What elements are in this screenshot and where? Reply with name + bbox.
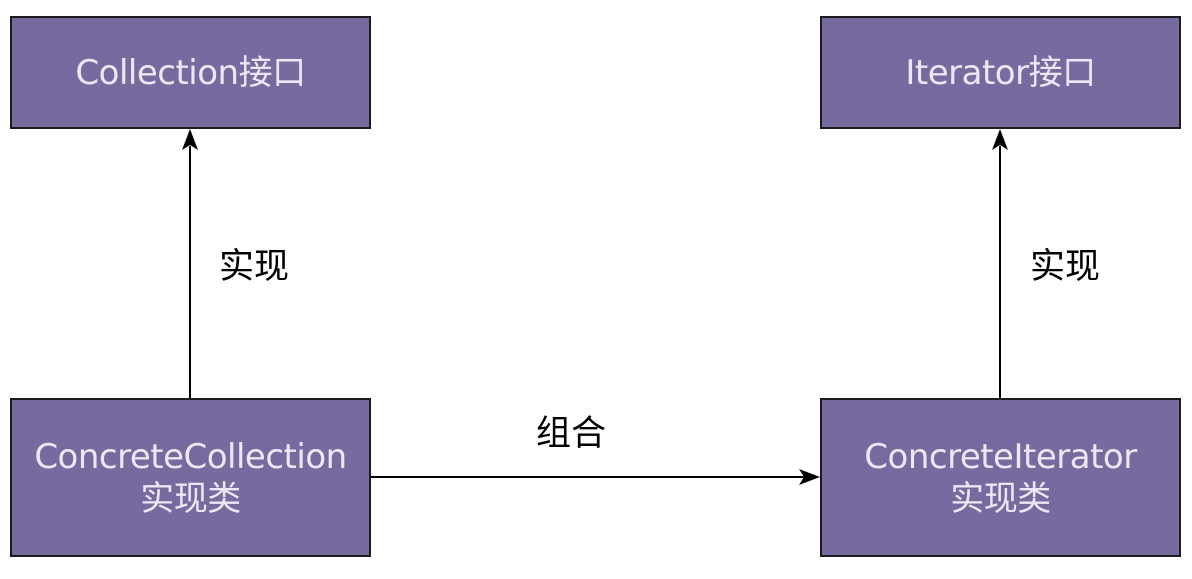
arrowhead-up-icon (992, 129, 1008, 150)
edge-label-collection-implements: 实现 (219, 247, 290, 287)
arrowhead-right-icon (799, 469, 820, 485)
concrete-collection-node[interactable]: ConcreteCollection 实现类 (10, 398, 371, 557)
node-sublabel: 实现类 (140, 478, 241, 519)
node-label: ConcreteIterator (864, 436, 1137, 477)
edge-label-iterator-implements: 实现 (1030, 247, 1101, 287)
node-label: Collection接口 (75, 52, 306, 93)
node-sublabel: 实现类 (950, 478, 1051, 519)
collection-interface-node[interactable]: Collection接口 (10, 16, 371, 129)
edge-label-composition: 组合 (536, 414, 607, 454)
arrowhead-up-icon (182, 129, 198, 150)
node-label: Iterator接口 (905, 52, 1096, 93)
concrete-iterator-node[interactable]: ConcreteIterator 实现类 (820, 398, 1181, 557)
iterator-interface-node[interactable]: Iterator接口 (820, 16, 1181, 129)
node-label: ConcreteCollection (34, 436, 347, 477)
